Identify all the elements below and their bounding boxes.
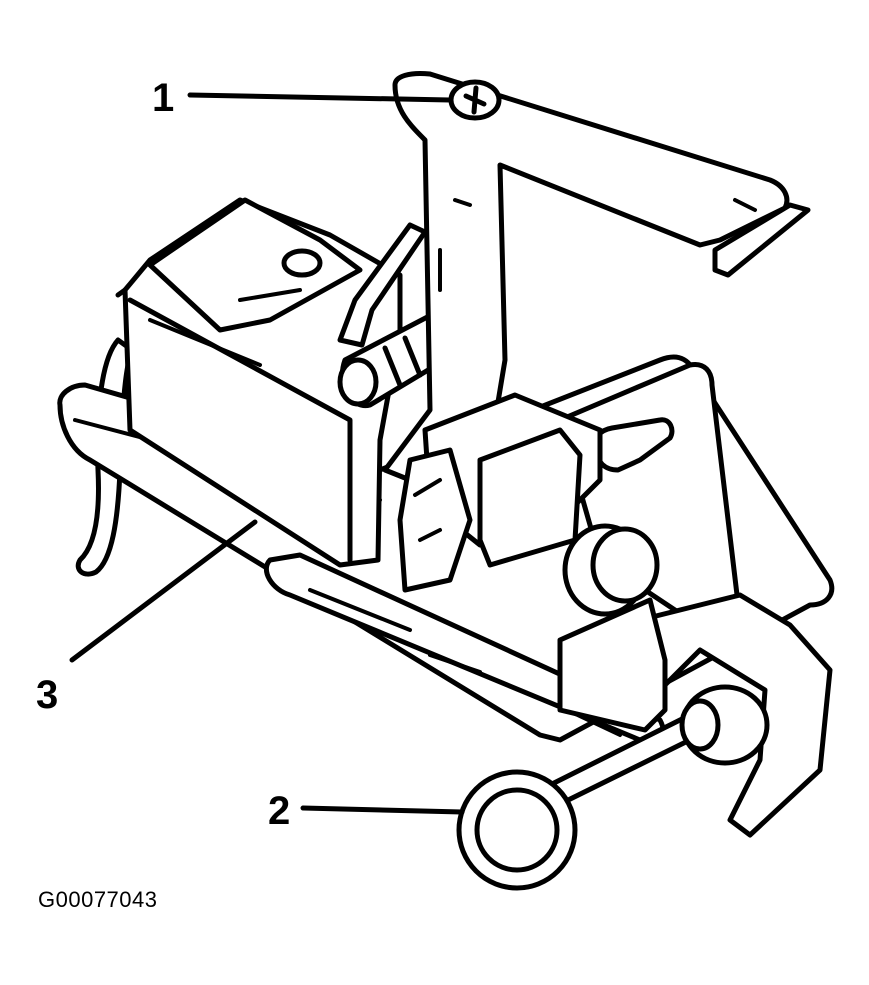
bracket-screw — [448, 79, 502, 121]
callout-leaders — [69, 92, 465, 815]
mounting-bracket — [382, 71, 811, 483]
figure-id-label: G00077043 — [38, 887, 158, 912]
slotted-plate — [557, 361, 743, 643]
clamp-arm — [557, 592, 833, 838]
leader-line-1 — [187, 92, 453, 103]
callout-number-1: 1 — [152, 76, 174, 120]
leader-line-2 — [300, 805, 465, 815]
callout-number-3: 3 — [36, 673, 58, 717]
leader-line-3 — [69, 519, 258, 663]
actuator-block — [397, 392, 660, 617]
key-tool — [456, 684, 770, 891]
control-module — [115, 197, 403, 568]
callout-number-2: 2 — [268, 789, 290, 833]
